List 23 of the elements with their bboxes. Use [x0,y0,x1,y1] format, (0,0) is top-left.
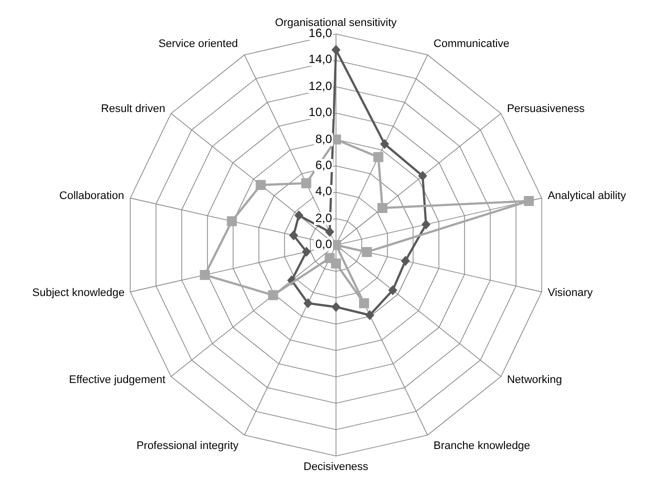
tick-label: 2,0 [314,212,333,225]
category-label: Branche knowledge [434,440,530,454]
category-label: Result driven [101,103,166,116]
tick-label: 0,0 [314,238,333,251]
tick-label: 16,0 [308,27,333,40]
category-label: Decisiveness [304,461,368,474]
category-label: Effective judgement [69,374,166,387]
category-label: Professional integrity [136,440,239,454]
category-label: Analytical ability [548,190,626,204]
category-label: Organisational sensitivity [275,17,397,29]
category-label: Networking [506,374,562,387]
tick-label: 14,0 [308,53,333,66]
category-label: Persuasiveness [506,103,585,116]
category-label: Visionary [548,286,593,300]
category-label: Communicative [434,38,510,51]
tick-label: 4,0 [314,185,333,198]
category-label: Subject knowledge [32,286,125,300]
tick-label: 6,0 [314,158,333,172]
tick-label: 10,0 [308,106,333,120]
category-label: Service oriented [158,38,238,51]
category-label: Collaboration [59,190,124,204]
tick-label: 8,0 [314,132,333,146]
tick-label: 12,0 [308,80,333,93]
